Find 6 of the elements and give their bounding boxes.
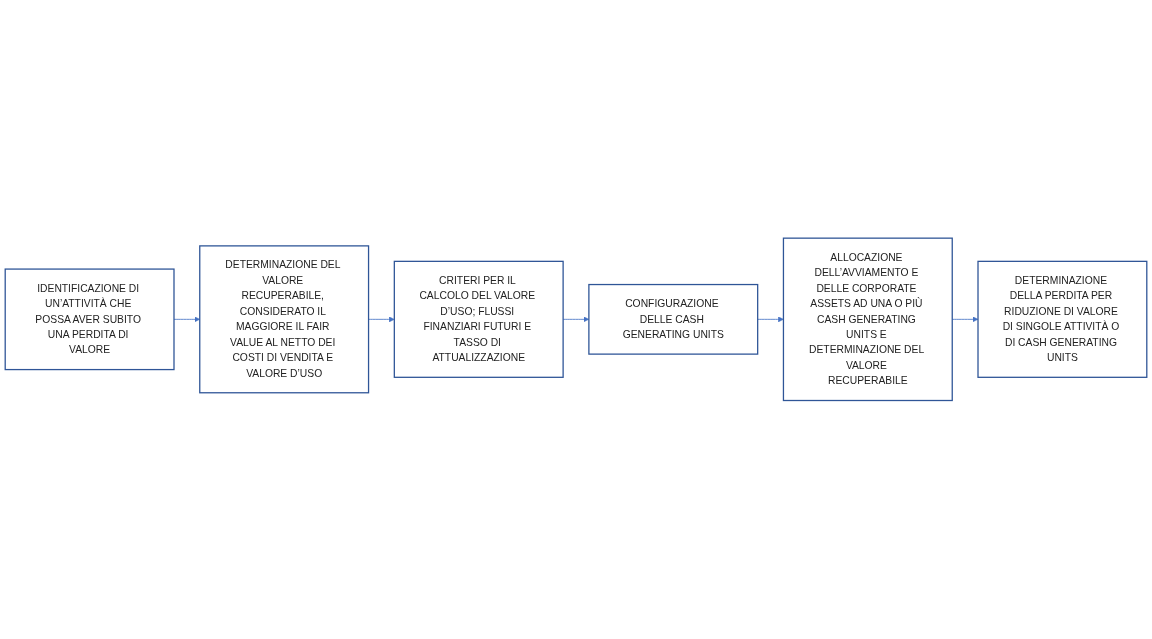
node-box: ALLOCAZIONE DELL’AVVIAMENTO E DELLE CORPORATE ASSETS AD UNA O PIÙ CASH GENERATING UNITS E DETERMINAZIONE DEL VALORE RECUPERABILE bbox=[782, 237, 953, 402]
node-box: DETERMINAZIONE DEL VALORE RECUPERABILE, CONSIDERATO IL MAGGIORE IL FAIR VALUE AL NETTO DEI COSTI DI VENDITA E VALORE D’USO bbox=[199, 245, 370, 394]
node-box: CONFIGURAZIONE DELLE CASH GENERATING UNITS bbox=[588, 284, 759, 355]
node-box: IDENTIFICAZIONE DI UN’ATTIVITÀ CHE POSSA AVER SUBITO UNA PERDITA DI VALORE bbox=[4, 268, 175, 371]
node-box: DETERMINAZIONE DELLA PERDITA PER RIDUZIONE DI VALORE DI SINGOLE ATTIVITÀ O DI CASH GENERATING UNITS bbox=[977, 260, 1148, 379]
node-box: CRITERI PER IL CALCOLO DEL VALORE D’USO; FLUSSI FINANZIARI FUTURI E TASSO DI ATTUALIZZAZIONE bbox=[393, 260, 564, 379]
